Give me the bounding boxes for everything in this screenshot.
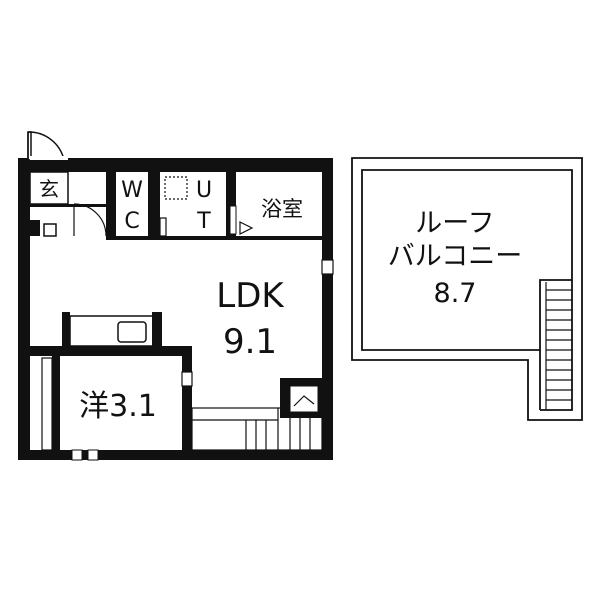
roof-balcony: ルーフ バルコニー 8.7: [351, 157, 583, 421]
utility-label-t: T: [196, 209, 211, 234]
outer-walls: [18, 158, 333, 460]
balcony-stairs: [545, 282, 572, 410]
ldk-room: LDK 9.1: [216, 259, 334, 362]
utility-room: U T: [159, 172, 236, 240]
entrance-door: [27, 131, 65, 161]
bath-room: 浴室: [229, 172, 322, 240]
entrance-room: 玄: [29, 171, 107, 237]
western-room-label: 洋3.1: [79, 389, 157, 424]
utility-label-u: U: [196, 178, 212, 203]
toilet-room: W C: [106, 172, 160, 240]
roof-balcony-label-line2: バルコニー: [388, 241, 522, 272]
western-room: 洋3.1: [30, 346, 193, 461]
roof-balcony-size-label: 8.7: [434, 278, 477, 309]
bath-door-arrow-icon: [239, 221, 254, 235]
kitchen-counter: [62, 312, 162, 347]
toilet-label-c: C: [124, 209, 139, 234]
washer-space-icon: [164, 176, 188, 200]
closet: [41, 357, 53, 451]
sink-icon: [117, 321, 147, 343]
ldk-name-label: LDK: [216, 276, 285, 316]
bath-label: 浴室: [261, 197, 303, 221]
roof-balcony-label-line1: ルーフ: [415, 208, 494, 239]
storage: [280, 378, 322, 418]
entrance-label: 玄: [39, 177, 59, 201]
ldk-size-label: 9.1: [223, 322, 277, 362]
toilet-label-w: W: [121, 178, 143, 203]
entrance-opening: [30, 156, 68, 160]
